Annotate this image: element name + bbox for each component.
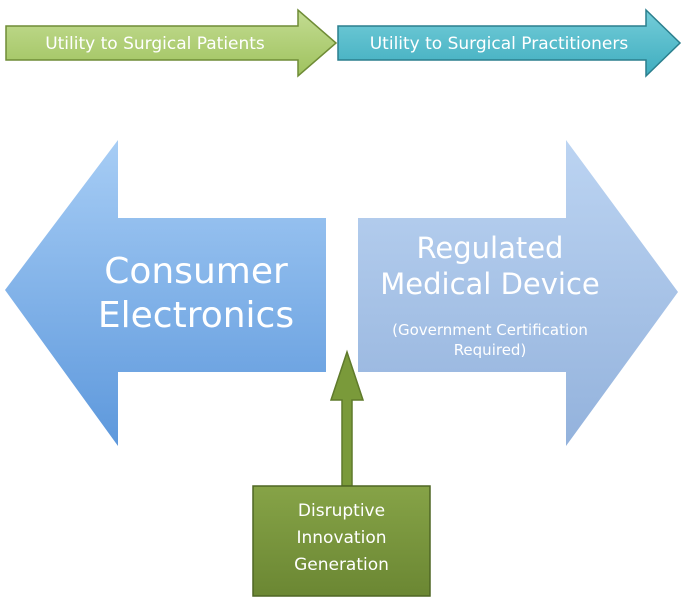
up-arrow bbox=[329, 349, 365, 487]
medical-line-2: Medical Device bbox=[380, 267, 600, 301]
consumer-electronics-arrow bbox=[5, 140, 326, 446]
medical-line-1: Regulated bbox=[416, 231, 564, 265]
practitioners-banner-label: Utility to Surgical Practitioners bbox=[369, 34, 629, 54]
disruptive-innovation-box bbox=[252, 485, 431, 597]
patients-banner-arrow bbox=[5, 8, 338, 78]
consumer-electronics-label: Consumer Electronics bbox=[66, 250, 326, 338]
consumer-line-2: Electronics bbox=[97, 295, 295, 336]
disruptive-innovation-label: Disruptive Innovation Generation bbox=[253, 498, 430, 579]
patients-banner-label: Utility to Surgical Patients bbox=[45, 34, 265, 54]
certification-note-line-2: Required) bbox=[453, 341, 527, 359]
medical-device-label: Regulated Medical Device bbox=[360, 230, 620, 302]
disruptive-line-1: Disruptive bbox=[297, 501, 386, 521]
consumer-line-1: Consumer bbox=[104, 251, 288, 292]
certification-note-line-1: (Government Certification bbox=[392, 321, 588, 339]
disruptive-line-3: Generation bbox=[294, 555, 389, 575]
certification-note: (Government Certification Required) bbox=[370, 320, 610, 360]
disruptive-line-2: Innovation bbox=[296, 528, 387, 548]
medical-device-arrow bbox=[358, 140, 678, 446]
practitioners-banner-arrow bbox=[337, 8, 682, 78]
